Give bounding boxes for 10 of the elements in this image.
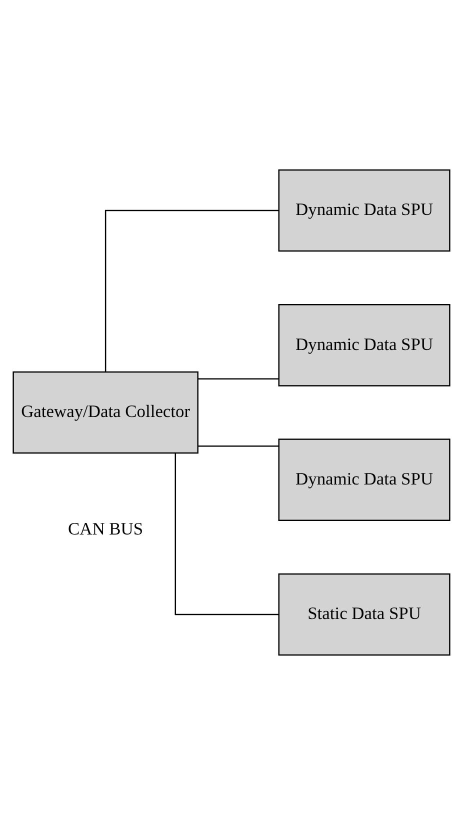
node-box: Gateway/Data Collector [12,371,198,454]
connector [104,210,279,372]
connector [198,378,278,380]
connector [174,453,279,616]
node-box: Dynamic Data SPU [278,169,450,252]
node-box: Dynamic Data SPU [278,438,450,521]
label: CAN BUS [68,518,144,538]
node-box: Static Data SPU [278,573,450,656]
node-box: Dynamic Data SPU [278,304,450,386]
connector [198,446,278,447]
